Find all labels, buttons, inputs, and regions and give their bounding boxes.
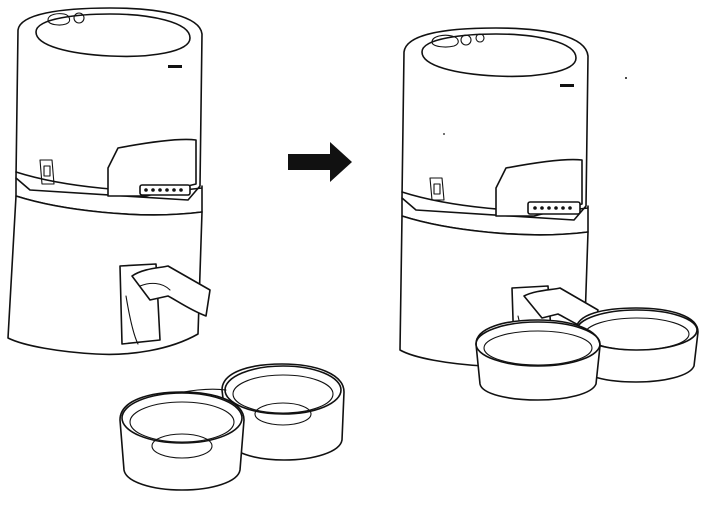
feeder-left-spout [131,265,211,317]
feeder-right-lid-dot[interactable] [460,34,472,46]
bowl-attached-front [475,319,601,401]
bowls-left [119,363,345,491]
feeder-right-keypad[interactable] [527,201,581,215]
feeder-left-lid-dot[interactable] [73,12,85,24]
feeder-right-lid-button[interactable] [431,34,459,48]
feeder-left-keypad[interactable] [139,184,191,196]
feeder-left-latch[interactable] [39,159,55,185]
feeder-left-lid [35,13,191,58]
feeder-right-badge [560,84,574,87]
arrow-right-icon [288,142,352,182]
feeder-right-latch[interactable] [429,177,445,201]
bowl-attached-rear [575,307,699,383]
bowls-right [475,307,699,401]
feeder-left-lid-button[interactable] [47,13,71,26]
bowl-rear [221,363,345,461]
feeder-left-badge [168,65,182,68]
feeder-right [399,27,599,368]
bowl-front [119,391,245,491]
feeder-left [7,7,211,356]
